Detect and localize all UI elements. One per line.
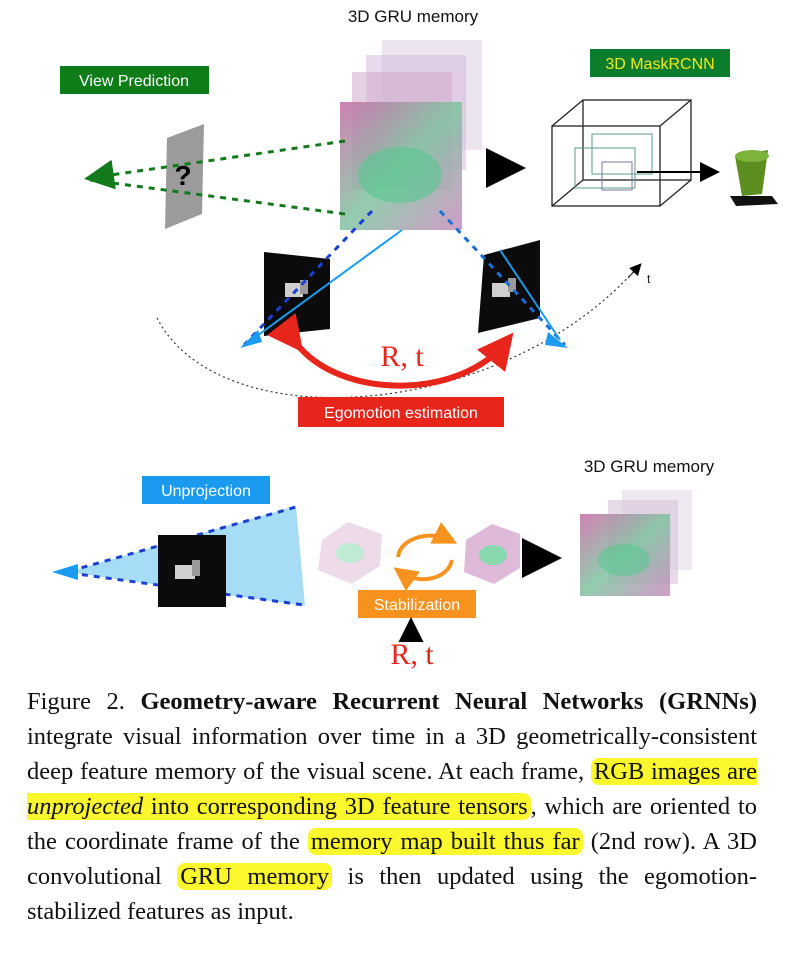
- caption-part2: , which are oriented to the coordinate f…: [27, 793, 758, 855]
- caption-part4: is then updated using the egomotion-stab…: [27, 863, 758, 925]
- predicted-view-plane: [165, 124, 204, 229]
- egomotion-label: Egomotion estimation: [324, 405, 478, 422]
- view-prediction-badge: [60, 66, 209, 94]
- bottom-memory-cube: [580, 490, 692, 596]
- figure-caption: Figure 2. Geometry-aware Recurrent Neura…: [27, 684, 757, 929]
- highlight-text-a: RGB images are: [593, 758, 757, 785]
- egomotion-arrow: [267, 313, 514, 389]
- camera-trajectory: [156, 269, 636, 399]
- stabilization-cycle-bottom: [393, 559, 454, 592]
- highlight-emphasis: unprojected: [27, 793, 144, 820]
- highlight-memory-map: memory map built thus far: [307, 828, 583, 855]
- stabilization-cycle-top: [396, 522, 458, 558]
- right-camera-pose: [545, 332, 568, 348]
- segmented-object: [730, 150, 778, 206]
- maskrcnn-badge: [590, 49, 730, 77]
- feature-cube-left: [318, 522, 382, 584]
- unprojection-badge: [142, 476, 270, 504]
- figure-number: Figure 2.: [27, 688, 125, 715]
- stabilization-badge: [358, 590, 476, 618]
- highlight-gru-memory: GRU memory: [177, 863, 333, 890]
- rt-bottom-label: R, t: [390, 638, 434, 671]
- top-memory-cube: [340, 40, 482, 230]
- bottom-memory-label: 3D GRU memory: [584, 457, 715, 476]
- view-prediction-label: View Prediction: [79, 73, 189, 90]
- feature-cube-right: [464, 524, 520, 584]
- bottom-camera-pose: [52, 564, 78, 580]
- caption-title: Geometry-aware Recurrent Neural Networks…: [140, 688, 757, 715]
- caption-part1: integrate visual information over time i…: [27, 723, 757, 785]
- highlight-text-b: into corresponding 3D feature tensors: [143, 793, 528, 820]
- view-ray-top: [84, 139, 346, 190]
- egomotion-badge: [298, 397, 504, 427]
- caption-part3: (2nd row). A 3D convolutional: [27, 828, 757, 890]
- view-ray-bottom: [89, 178, 346, 216]
- top-memory-label: 3D GRU memory: [348, 7, 479, 26]
- left-camera-pose: [240, 330, 262, 348]
- question-mark: ?: [174, 160, 191, 191]
- maskrcnn-label: 3D MaskRCNN: [605, 56, 714, 73]
- unprojection-label: Unprojection: [161, 483, 251, 500]
- time-label: t: [647, 272, 651, 286]
- figure-diagram: 3D GRU memory View Prediction ? 3D MaskR…: [52, 7, 778, 671]
- rt-top-label: R, t: [380, 340, 424, 373]
- stabilization-label: Stabilization: [374, 597, 460, 614]
- wireframe-cube: [551, 99, 692, 207]
